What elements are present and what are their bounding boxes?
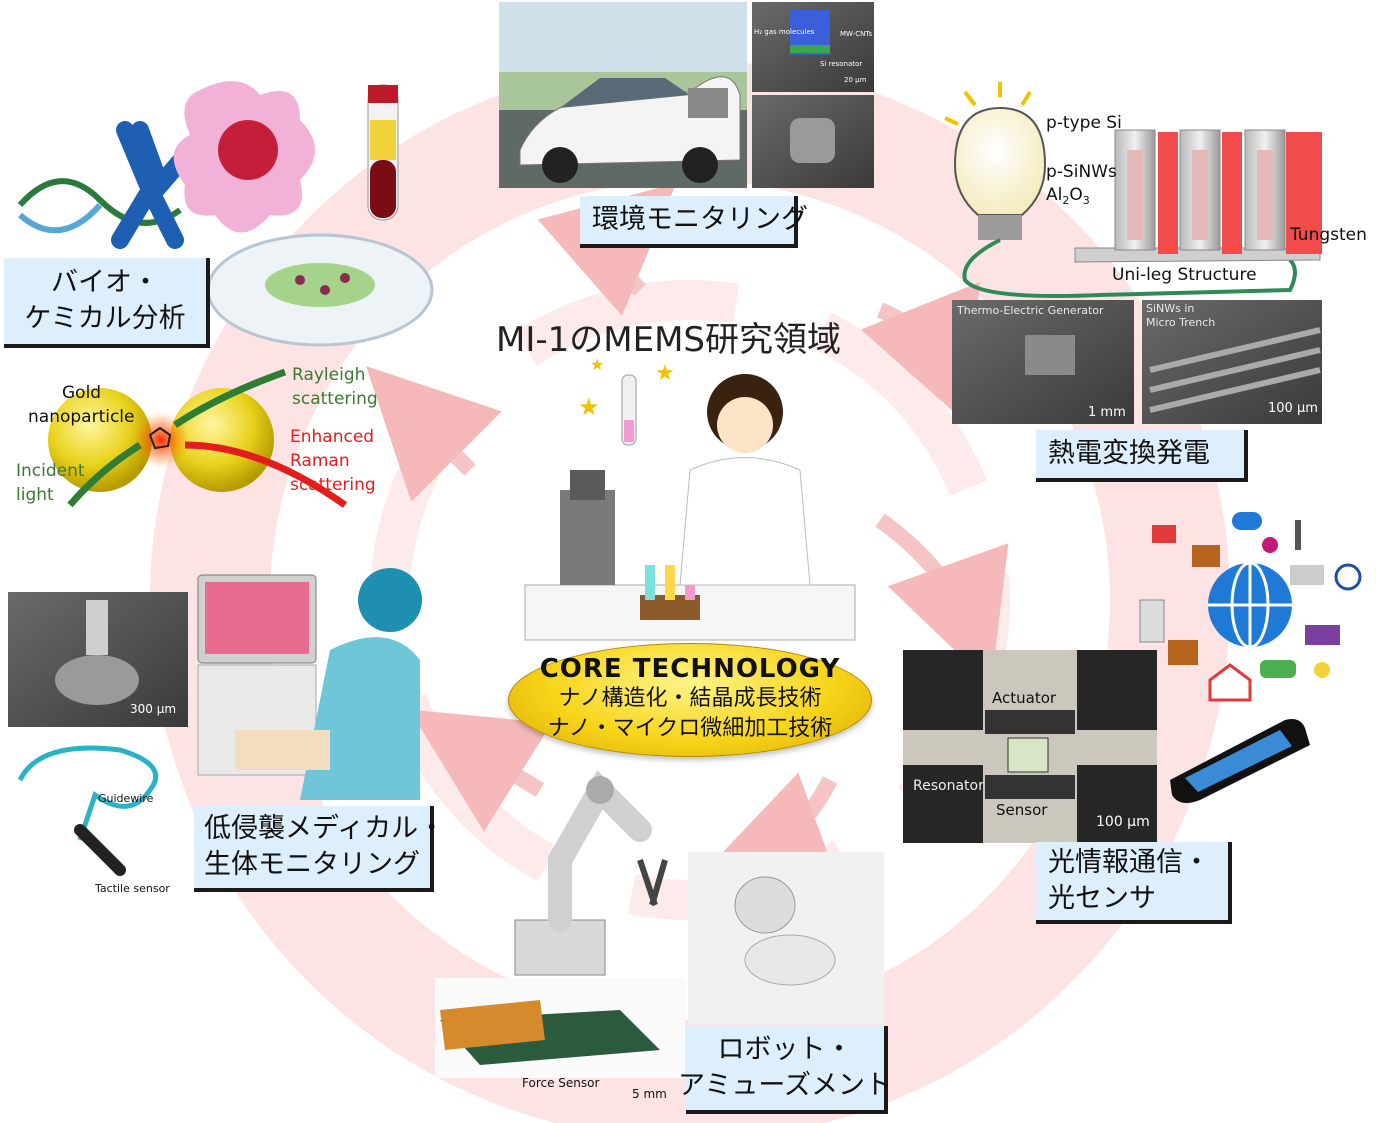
svg-text:★: ★: [655, 361, 675, 386]
smartphone-icon: [1170, 719, 1310, 804]
area-thermoelectric-generation: 熱電変換発電: [1036, 430, 1248, 482]
raman-light-label: light: [16, 485, 54, 505]
raman-rayleigh-label: Rayleigh: [292, 365, 365, 385]
gamepad-icon: [1232, 512, 1262, 530]
area-robot-line-2: アミューズメント: [677, 1070, 893, 1101]
thermo-trench-label-2: Micro Trench: [1146, 316, 1215, 329]
core-technology-badge: CORE TECHNOLOGY ナノ構造化・結晶成長技術 ナノ・マイクロ微細加工…: [508, 643, 872, 757]
area-robot-line-1: ロボット・: [717, 1034, 853, 1065]
car-photo: [499, 2, 747, 188]
area-minimally-invasive-medical: 低侵襲メディカル・ 生体モニタリング: [194, 806, 446, 892]
env-label-resonator: Si resonator: [820, 60, 862, 68]
env-label-molecules: H₂ gas molecules: [754, 28, 815, 36]
clock-icon: [1334, 563, 1362, 591]
thermo-scale-1: 1 mm: [1088, 405, 1126, 420]
cycle-arrow: [860, 281, 980, 425]
area-bio-line-2: ケミカル分析: [24, 303, 186, 334]
core-line-2: ナノ・マイクロ微細加工技術: [547, 716, 833, 741]
area-env-text: 環境モニタリング: [592, 204, 808, 235]
area-medical-line-1: 低侵襲メディカル・: [204, 813, 446, 844]
area-medical-line-2: 生体モニタリング: [204, 849, 420, 880]
svg-text:★: ★: [590, 355, 604, 374]
raman-scattering-label: scattering: [290, 475, 376, 495]
area-optical-line-2: 光センサ: [1048, 883, 1156, 914]
thermo-tungsten-label: Tungsten: [1289, 225, 1367, 245]
area-bio-line-1: バイオ・: [51, 267, 159, 298]
medical-tactile-label: Tactile sensor: [94, 882, 170, 895]
bulb-icon: [1314, 662, 1330, 678]
cycle-arrow: [875, 513, 1009, 686]
cycle-arrow: [699, 772, 843, 893]
env-scale: 20 μm: [844, 76, 867, 84]
dog-icon: [1168, 640, 1198, 665]
core-heading: CORE TECHNOLOGY: [539, 654, 841, 684]
thermo-unileg-label: Uni-leg Structure: [1112, 265, 1257, 285]
area-optical-line-1: 光情報通信・: [1048, 847, 1210, 878]
area-bio-chemical-analysis: バイオ・ ケミカル分析: [4, 258, 210, 348]
core-line-1: ナノ構造化・結晶成長技術: [558, 686, 822, 711]
raman-gold-label: Gold: [62, 383, 101, 403]
area-robot-amusement: ロボット・ アミューズメント: [678, 1026, 892, 1114]
music-icon: [1262, 537, 1278, 553]
cycle-arrow: [366, 366, 502, 502]
raman-nanoparticle-label: nanoparticle: [28, 407, 134, 427]
thermo-trench-label-1: SiNWs in: [1146, 302, 1194, 315]
raman-figure: [48, 368, 348, 508]
thermo-ptype-label: p-type Si: [1046, 113, 1122, 133]
raman-enhanced-label: Enhanced: [290, 427, 374, 447]
aircon-icon: [1290, 565, 1324, 585]
house-icon: [1208, 663, 1252, 702]
area-environmental-monitoring: 環境モニタリング: [580, 196, 808, 248]
keyboard-icon: [1305, 625, 1340, 645]
optical-device-photo: [903, 650, 1157, 843]
optical-sensor-label: Sensor: [996, 801, 1048, 819]
cart-icon: [1152, 525, 1176, 543]
area-optical-communication-sensor: 光情報通信・ 光センサ: [1036, 842, 1232, 924]
thermo-teg-label: Thermo-Electric Generator: [956, 304, 1104, 317]
thermo-figure: [944, 82, 1322, 424]
robot-scale: 5 mm: [632, 1087, 667, 1101]
fridge-icon: [1139, 599, 1165, 643]
thermo-sinws-label: p-SiNWs: [1046, 162, 1117, 182]
cutlery-icon: [1295, 520, 1301, 550]
thermo-scale-2: 100 μm: [1268, 401, 1318, 416]
area-thermo-text: 熱電変換発電: [1048, 438, 1210, 469]
medical-scale: 300 μm: [130, 702, 176, 716]
cycle-arrow: [409, 709, 552, 832]
raman-rayleigh-scattering-label: scattering: [292, 389, 378, 409]
svg-text:★: ★: [578, 393, 600, 421]
raman-incident-label: Incident: [16, 461, 85, 481]
optical-resonator-label: Resonator: [913, 778, 984, 794]
bag-icon: [1192, 545, 1220, 567]
medical-figures: [8, 568, 422, 876]
optical-actuator-label: Actuator: [992, 689, 1057, 707]
optical-scale: 100 μm: [1096, 814, 1150, 830]
car-icon: [1260, 660, 1296, 678]
robot-force-label: Force Sensor: [522, 1076, 599, 1090]
medical-guidewire-label: Guidewire: [98, 792, 154, 805]
sem-resonator-images: [752, 2, 874, 188]
env-label-cnt: MW-CNTs: [840, 30, 872, 38]
bio-illustrations: [17, 81, 434, 347]
iot-icons: [1139, 512, 1362, 702]
scientist-illustration: ★ ★ ★: [524, 355, 856, 641]
diagram-title: MI-1のMEMS研究領域: [496, 320, 841, 360]
robot-figures: [435, 770, 884, 1078]
thermo-al2o3-label: Al2O3: [1046, 185, 1090, 207]
raman-raman-label: Raman: [290, 451, 350, 471]
